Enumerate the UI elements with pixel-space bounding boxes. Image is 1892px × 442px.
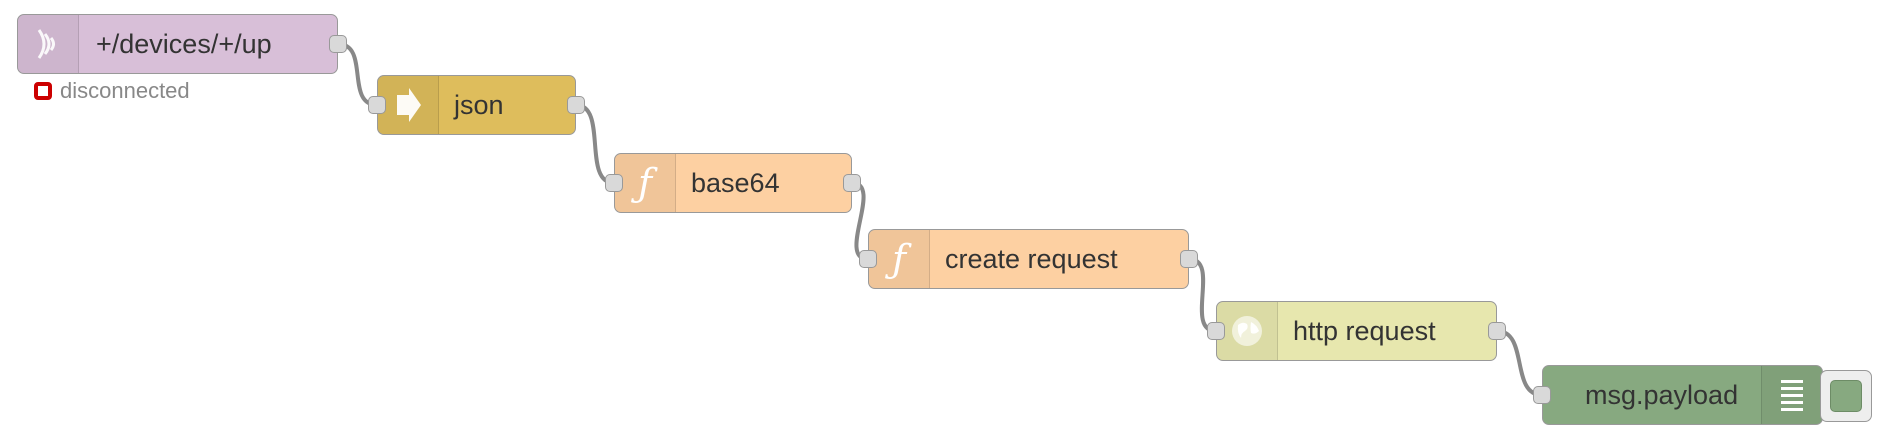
status-ring-icon	[34, 82, 52, 100]
node-label: +/devices/+/up	[96, 28, 272, 59]
input-port[interactable]	[859, 250, 877, 268]
wire-create-to-http[interactable]	[1188, 257, 1217, 333]
globe-icon	[1217, 302, 1278, 360]
input-port[interactable]	[605, 174, 623, 192]
debug-list-icon	[1761, 366, 1822, 424]
output-port[interactable]	[843, 174, 861, 192]
function-node-create-request[interactable]: ƒ create request	[859, 229, 1198, 289]
output-port[interactable]	[329, 35, 347, 53]
debug-toggle-indicator	[1830, 380, 1862, 412]
json-arrow-icon	[378, 76, 439, 134]
mqtt-wave-icon	[18, 15, 79, 73]
wire-base64-to-create[interactable]	[851, 181, 869, 261]
node-label: base64	[691, 167, 780, 198]
function-icon: ƒ	[615, 154, 676, 212]
status-text: disconnected	[60, 78, 190, 103]
json-node[interactable]: json	[368, 75, 585, 135]
debug-node[interactable]: msg.payload	[1533, 365, 1823, 425]
output-port[interactable]	[1488, 322, 1506, 340]
node-label: create request	[945, 243, 1118, 274]
status-indicator: disconnected	[34, 78, 190, 104]
input-port[interactable]	[1533, 386, 1551, 404]
node-label: json	[454, 89, 504, 120]
input-port[interactable]	[368, 96, 386, 114]
input-port[interactable]	[1207, 322, 1225, 340]
output-port[interactable]	[1180, 250, 1198, 268]
http-request-node[interactable]: http request	[1207, 301, 1506, 361]
function-node-base64[interactable]: ƒ base64	[605, 153, 861, 213]
output-port[interactable]	[567, 96, 585, 114]
node-label: http request	[1293, 315, 1436, 346]
node-label: msg.payload	[1585, 379, 1739, 410]
function-icon: ƒ	[869, 230, 930, 288]
wire-json-to-base64[interactable]	[575, 103, 615, 185]
mqtt-in-node[interactable]: +/devices/+/up	[17, 14, 347, 74]
debug-toggle-button[interactable]	[1820, 370, 1872, 422]
